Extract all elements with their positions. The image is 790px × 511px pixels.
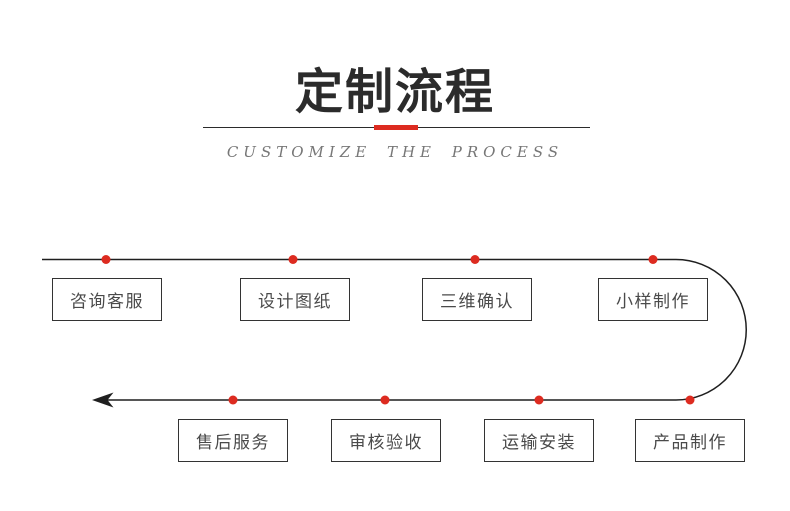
arrow-left-icon: [92, 392, 114, 408]
page-title: 定制流程: [294, 66, 495, 119]
flow-step-label: 产品制作: [653, 433, 727, 452]
flow-node-dot: [288, 255, 298, 264]
flow-step-box: 审核验收: [331, 419, 441, 462]
divider-red-accent: [374, 125, 418, 130]
title-divider-line: [203, 125, 590, 130]
flow-node-dot: [648, 255, 658, 264]
flow-node-dot: [685, 395, 695, 405]
flow-step-label: 设计图纸: [258, 292, 332, 311]
flow-step-label: 三维确认: [440, 292, 514, 311]
flow-step-box: 售后服务: [178, 419, 288, 462]
flow-step-label: 小样制作: [616, 292, 690, 311]
flow-node-dot: [380, 395, 390, 405]
flow-step-box: 三维确认: [422, 278, 532, 321]
flow-step-box: 运输安装: [484, 419, 594, 462]
flow-node-dot: [470, 255, 480, 264]
page-subtitle: CUSTOMIZE THE PROCESS: [226, 143, 564, 161]
flow-step-label: 售后服务: [196, 433, 270, 452]
flow-step-box: 咨询客服: [52, 278, 162, 321]
flow-step-box: 小样制作: [598, 278, 708, 321]
flow-step-label: 审核验收: [349, 433, 423, 452]
flow-node-dot: [101, 255, 111, 264]
flow-node-dot: [534, 395, 544, 405]
flow-step-box: 产品制作: [635, 419, 745, 462]
flow-step-label: 咨询客服: [70, 292, 144, 311]
flow-step-label: 运输安装: [502, 433, 576, 452]
flow-step-box: 设计图纸: [240, 278, 350, 321]
flow-node-dot: [228, 395, 238, 405]
flow-line-path: [42, 258, 747, 401]
